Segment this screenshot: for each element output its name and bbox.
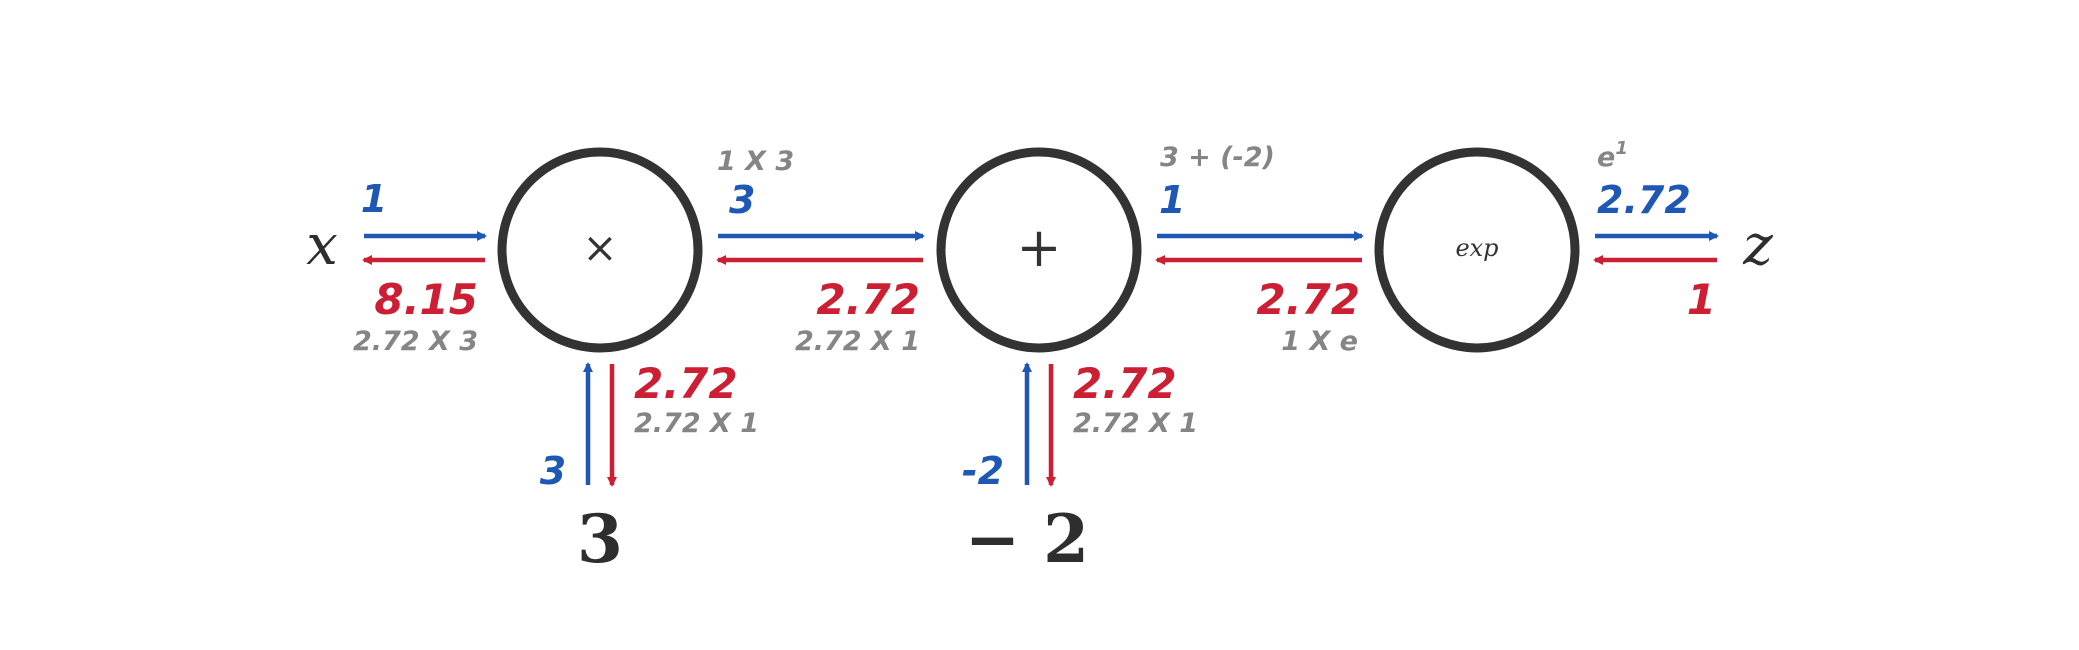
forward-value-z: -2 <box>962 449 1004 493</box>
forward-note-exp-out: e1 <box>1597 138 1628 173</box>
forward-value-mul-out: 3 <box>729 178 755 222</box>
backward-value-x: 8.15 <box>374 275 478 324</box>
forward-note-exp-base: e <box>1597 142 1615 173</box>
backward-value-mul-out: 2.72 <box>816 275 920 324</box>
add-node-circle <box>936 147 1142 353</box>
backward-note-z: 2.72 X 1 <box>1073 408 1198 439</box>
output-z-label: z <box>1742 213 1773 278</box>
backward-value-z: 2.72 <box>1073 359 1177 408</box>
forward-value-y: 3 <box>540 449 566 493</box>
backward-note-mul-out: 2.72 X 1 <box>795 326 920 357</box>
forward-note-exp-superscript: 1 <box>1615 138 1628 159</box>
input-x-label: x <box>306 213 338 278</box>
backward-value-exp-out: 1 <box>1687 275 1716 324</box>
input-z-label: − 2 <box>965 500 1089 578</box>
forward-note-add-out: 3 + (-2) <box>1160 142 1275 173</box>
multiply-operator: × <box>582 223 617 272</box>
multiply-node: × <box>497 147 703 353</box>
backward-value-y: 2.72 <box>634 359 738 408</box>
forward-value-add-out: 1 <box>1159 178 1185 222</box>
backward-note-y: 2.72 X 1 <box>634 408 759 439</box>
add-operator: + <box>1016 216 1061 279</box>
backward-note-x: 2.72 X 3 <box>353 326 478 357</box>
forward-note-mul-out: 1 X 3 <box>717 146 794 177</box>
exp-node-circle <box>1374 147 1580 353</box>
exp-node: exp <box>1374 147 1580 353</box>
exp-operator: exp <box>1455 234 1498 262</box>
forward-value-x: 1 <box>361 177 387 221</box>
backward-note-add-out: 1 X e <box>1281 326 1358 357</box>
input-y-label: 3 <box>577 500 623 578</box>
multiply-node-circle <box>497 147 703 353</box>
add-node: + <box>936 147 1142 353</box>
forward-value-exp-out: 2.72 <box>1597 178 1691 222</box>
backward-value-add-out: 2.72 <box>1256 275 1360 324</box>
